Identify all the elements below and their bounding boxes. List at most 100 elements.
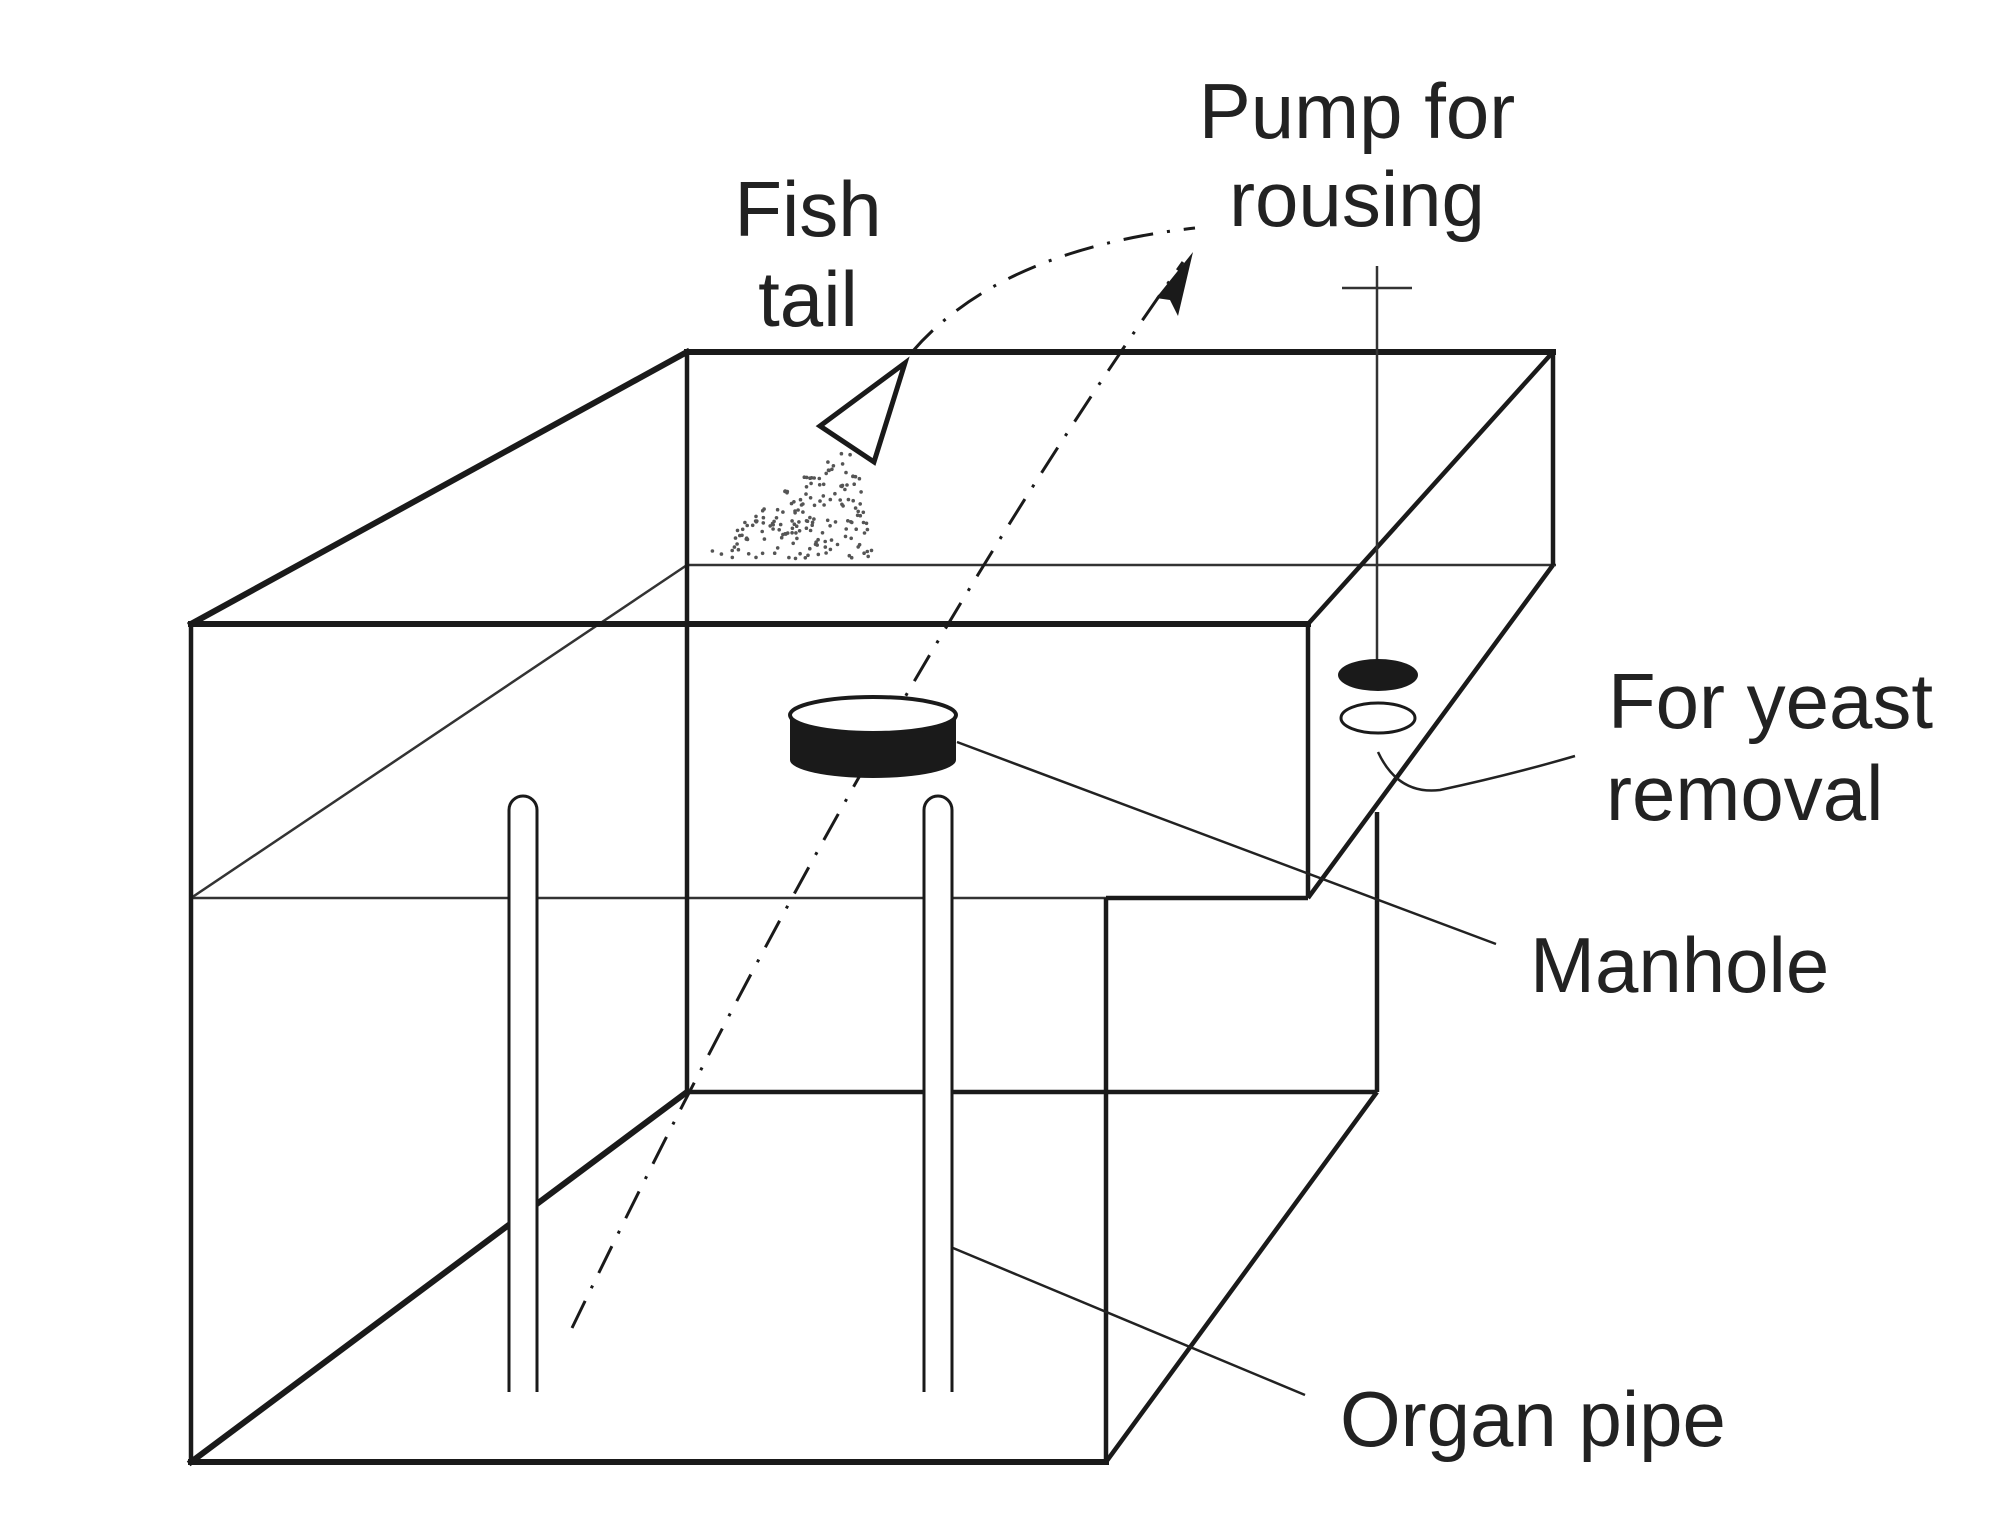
spray-dot bbox=[754, 514, 758, 519]
spray-dot bbox=[745, 537, 750, 542]
spray-dot bbox=[781, 532, 785, 537]
spray-dot bbox=[795, 536, 799, 541]
fish-tail-feed-path bbox=[910, 226, 1196, 353]
spray-dot bbox=[750, 523, 755, 528]
spray-dot bbox=[859, 490, 863, 494]
rousing-circuit bbox=[570, 226, 1196, 1329]
spray-dot bbox=[804, 485, 809, 489]
spray-dot bbox=[826, 460, 830, 464]
spray-dot bbox=[735, 542, 739, 546]
spray-dot bbox=[760, 529, 764, 534]
yeast-outlets bbox=[1338, 659, 1418, 735]
pump bbox=[1342, 266, 1412, 668]
label-fish-tail-line2: tail bbox=[758, 255, 858, 343]
label-yeast-line2: removal bbox=[1606, 749, 1883, 837]
spray-dot bbox=[862, 551, 866, 555]
spray-dot bbox=[790, 526, 795, 531]
spray-dot bbox=[823, 539, 827, 544]
spray-dot bbox=[798, 551, 802, 556]
leader-lines bbox=[952, 740, 1576, 1397]
spray-dot bbox=[843, 534, 848, 539]
spray-dot bbox=[772, 551, 777, 555]
spray-dots bbox=[710, 443, 874, 561]
spray-dot bbox=[806, 553, 810, 558]
organ-pipe-right bbox=[922, 794, 954, 1392]
spray-dot bbox=[854, 527, 858, 531]
spray-dot bbox=[846, 497, 851, 502]
spray-dot bbox=[808, 528, 813, 533]
spray-dot bbox=[761, 515, 766, 520]
liquid-line-left bbox=[190, 563, 688, 900]
label-pump-line1: Pump for bbox=[1199, 67, 1515, 155]
spray-dot bbox=[853, 506, 858, 510]
spray-dot bbox=[808, 476, 812, 481]
spray-dot bbox=[848, 452, 852, 457]
spray-dot bbox=[810, 520, 815, 525]
spray-dot bbox=[781, 510, 785, 514]
vessel-edge-top-left bbox=[186, 347, 692, 629]
spray-dot bbox=[791, 541, 795, 546]
rousing-flow-path bbox=[570, 261, 1185, 1329]
spray-dot bbox=[839, 451, 844, 456]
spray-dot bbox=[775, 546, 780, 550]
spray-dot bbox=[798, 497, 803, 502]
spray-dot bbox=[828, 497, 833, 502]
manhole bbox=[788, 695, 958, 778]
label-manhole: Manhole bbox=[1530, 921, 1829, 1009]
spray-dot bbox=[821, 494, 826, 498]
spray-dot bbox=[851, 498, 855, 503]
spray-dot bbox=[812, 517, 816, 521]
spray-dot bbox=[828, 547, 833, 552]
spray-dot bbox=[778, 522, 783, 527]
spray-dot bbox=[771, 523, 775, 527]
spray-dot bbox=[801, 510, 805, 514]
spray-dot bbox=[760, 551, 765, 556]
vessel-edge-step-diagonal bbox=[1306, 563, 1555, 900]
spray-dot bbox=[803, 556, 808, 560]
spray-dot bbox=[833, 491, 837, 496]
spray-dot bbox=[817, 483, 822, 487]
spray-dot bbox=[792, 522, 797, 526]
spray-dot bbox=[824, 471, 828, 476]
vessel bbox=[186, 347, 1556, 1467]
vessel-edge-bottom-right bbox=[1104, 1090, 1379, 1464]
spray-dot bbox=[804, 526, 809, 530]
spray-dot bbox=[790, 519, 794, 523]
spray-dot bbox=[793, 556, 798, 561]
spray-dot bbox=[824, 551, 828, 555]
organ-pipes bbox=[507, 794, 954, 1392]
flow-arrow-head bbox=[1156, 252, 1193, 316]
spray-dot bbox=[779, 535, 784, 540]
spray-dot bbox=[849, 520, 853, 524]
spray-dot bbox=[857, 476, 862, 481]
spray-dot bbox=[787, 555, 791, 560]
organ-pipe-left bbox=[507, 794, 539, 1392]
spray-dot bbox=[816, 537, 820, 542]
spray-dot bbox=[844, 527, 848, 531]
spray-dot bbox=[812, 476, 816, 480]
leader-organ-pipe bbox=[952, 1246, 1306, 1397]
spray-dot bbox=[849, 555, 854, 560]
spray-dot bbox=[840, 462, 845, 466]
spray-dot bbox=[797, 529, 802, 533]
spray-dot bbox=[740, 527, 745, 532]
spray-dot bbox=[847, 553, 852, 558]
spray-dot bbox=[775, 507, 780, 512]
spray-dot bbox=[736, 547, 741, 552]
spray-dot bbox=[730, 555, 735, 560]
spray-dot bbox=[745, 523, 749, 528]
spray-dot bbox=[858, 502, 862, 506]
manhole-lid bbox=[788, 695, 958, 735]
spray-dot bbox=[822, 503, 826, 507]
spray-dot bbox=[858, 513, 863, 518]
yeast-outlet-open bbox=[1339, 701, 1417, 735]
spray-dot bbox=[810, 523, 814, 527]
spray-dot bbox=[844, 470, 848, 475]
spray-dot bbox=[869, 548, 874, 553]
spray-dot bbox=[861, 520, 866, 525]
spray-dot bbox=[794, 524, 799, 528]
spray-dot bbox=[735, 528, 740, 533]
spray-dot bbox=[796, 508, 800, 512]
spray-dot bbox=[777, 528, 781, 532]
spray-dot bbox=[760, 508, 765, 513]
